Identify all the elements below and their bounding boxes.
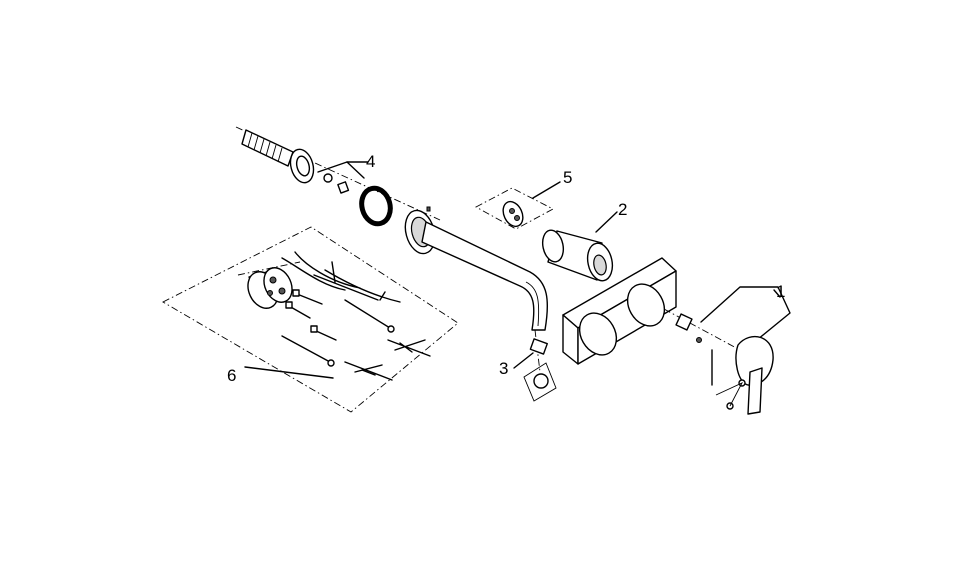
clips-drawing [281, 251, 431, 381]
part-6-kit-group [162, 226, 459, 413]
callout-3: 3 [499, 359, 508, 378]
callout-6: 6 [227, 366, 236, 385]
screws-drawing [281, 274, 395, 367]
spout-group [404, 206, 557, 402]
kit-boundary [162, 226, 459, 413]
part-2-sleeve-group [541, 211, 618, 282]
part-5-group [475, 181, 561, 230]
leader-6 [244, 366, 334, 379]
cartridge-drawing [237, 261, 301, 309]
leader-lines [244, 289, 781, 379]
leader-1 [773, 289, 781, 298]
callout-4: 4 [366, 152, 375, 171]
part-4-spindle-group [235, 126, 441, 227]
callout-2: 2 [618, 200, 627, 219]
part-1-handle-group [663, 286, 791, 415]
cover-plate-group [562, 257, 677, 365]
callout-5: 5 [563, 168, 572, 187]
callout-1: 1 [776, 282, 785, 301]
